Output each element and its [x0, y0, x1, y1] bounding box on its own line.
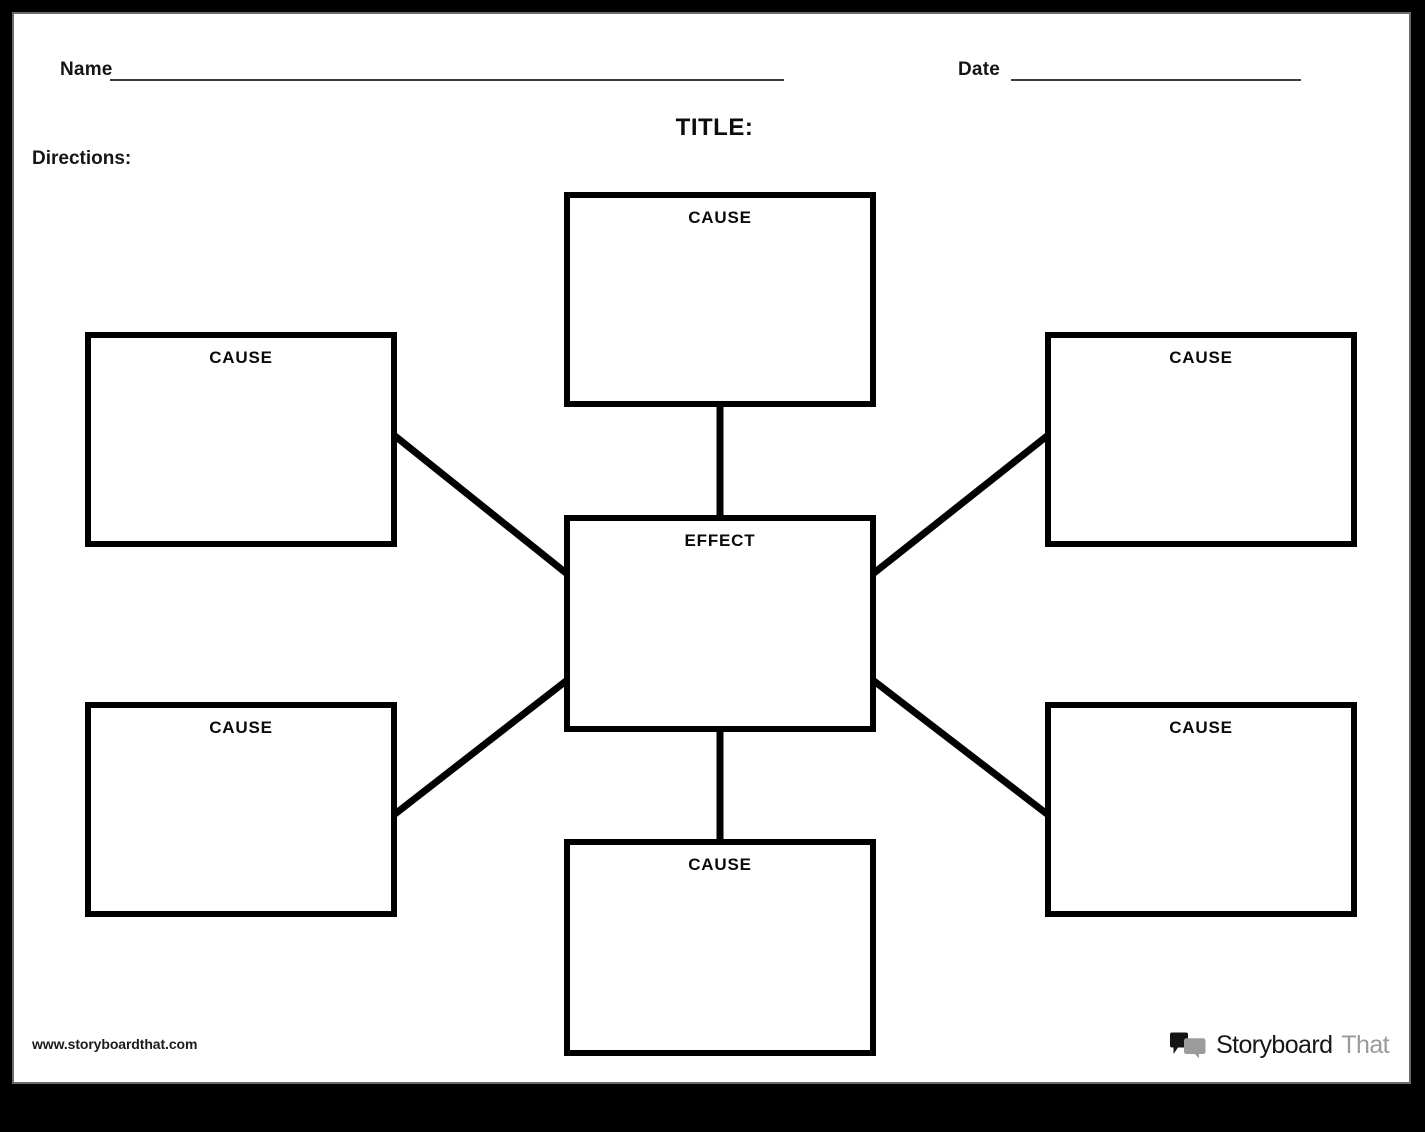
connector-upper-right-diagonal: [871, 433, 1050, 576]
cause-box-bottom-label: CAUSE: [688, 855, 752, 874]
cause-box-upper-right[interactable]: CAUSE: [1045, 332, 1357, 547]
cause-box-top[interactable]: CAUSE: [564, 192, 876, 407]
website-url: www.storyboardthat.com: [32, 1036, 198, 1052]
cause-box-top-label: CAUSE: [688, 208, 752, 227]
page-title: TITLE:: [675, 114, 754, 141]
date-input-rule[interactable]: [1011, 79, 1301, 81]
effect-box-center[interactable]: EFFECT: [564, 515, 876, 732]
connector-upper-left-diagonal: [392, 433, 569, 576]
cause-box-upper-left-label: CAUSE: [209, 348, 273, 367]
directions-label: Directions:: [32, 148, 132, 169]
connector-lower-left-diagonal: [392, 678, 569, 817]
storyboardthat-logo: Storyboard That: [1169, 1031, 1390, 1060]
cause-box-lower-left-label: CAUSE: [209, 718, 273, 737]
connector-layer: [392, 405, 1050, 842]
date-label: Date: [958, 59, 1000, 80]
cause-box-upper-right-label: CAUSE: [1169, 348, 1233, 367]
connector-lower-right-diagonal: [871, 678, 1050, 817]
effect-box-center-label: EFFECT: [684, 531, 756, 550]
cause-box-lower-right[interactable]: CAUSE: [1045, 702, 1357, 917]
cause-box-lower-left[interactable]: CAUSE: [85, 702, 397, 917]
cause-box-lower-right-label: CAUSE: [1169, 718, 1233, 737]
cause-box-upper-left[interactable]: CAUSE: [85, 332, 397, 547]
brand-name-secondary: That: [1341, 1031, 1389, 1059]
brand-name-primary: Storyboard: [1216, 1031, 1333, 1059]
worksheet-page: Name Date TITLE: Directions:: [12, 12, 1411, 1084]
name-input-rule[interactable]: [110, 79, 784, 81]
cause-and-effect-diagram: CAUSE CAUSE CAUSE EFFECT CAUSE CAUSE CAU…: [14, 14, 1409, 1082]
cause-box-bottom[interactable]: CAUSE: [564, 839, 876, 1056]
speech-bubbles-icon: [1170, 1032, 1206, 1059]
name-label: Name: [60, 59, 113, 80]
